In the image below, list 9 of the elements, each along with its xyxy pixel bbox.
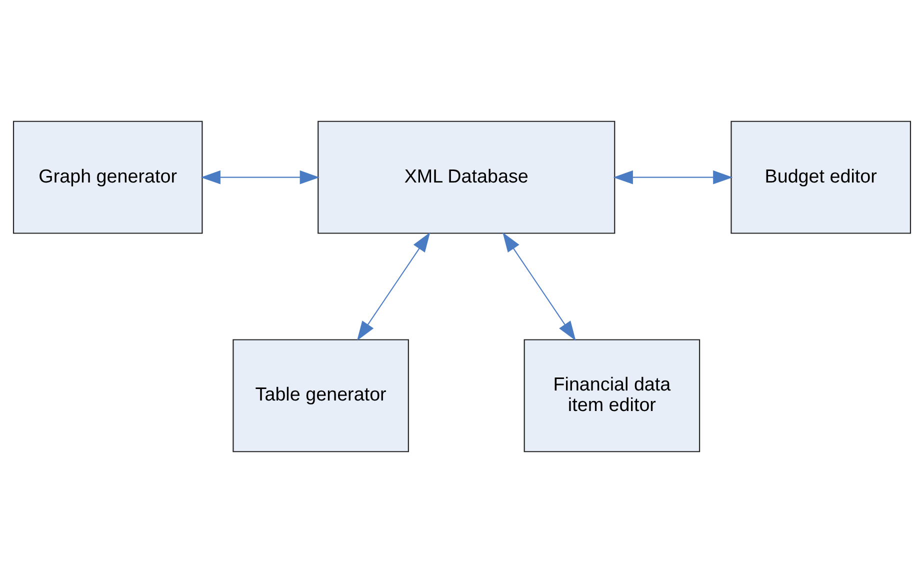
node-box: Table generator — [232, 339, 409, 452]
arrow — [200, 170, 320, 184]
node-box: Budget editor — [730, 120, 912, 234]
node-box: Graph generator — [12, 120, 203, 234]
arrow — [613, 170, 733, 184]
arrow — [502, 232, 576, 341]
arrow — [356, 232, 430, 341]
node-box: Financial data item editor — [524, 339, 700, 452]
node-box: XML Database — [318, 120, 616, 234]
